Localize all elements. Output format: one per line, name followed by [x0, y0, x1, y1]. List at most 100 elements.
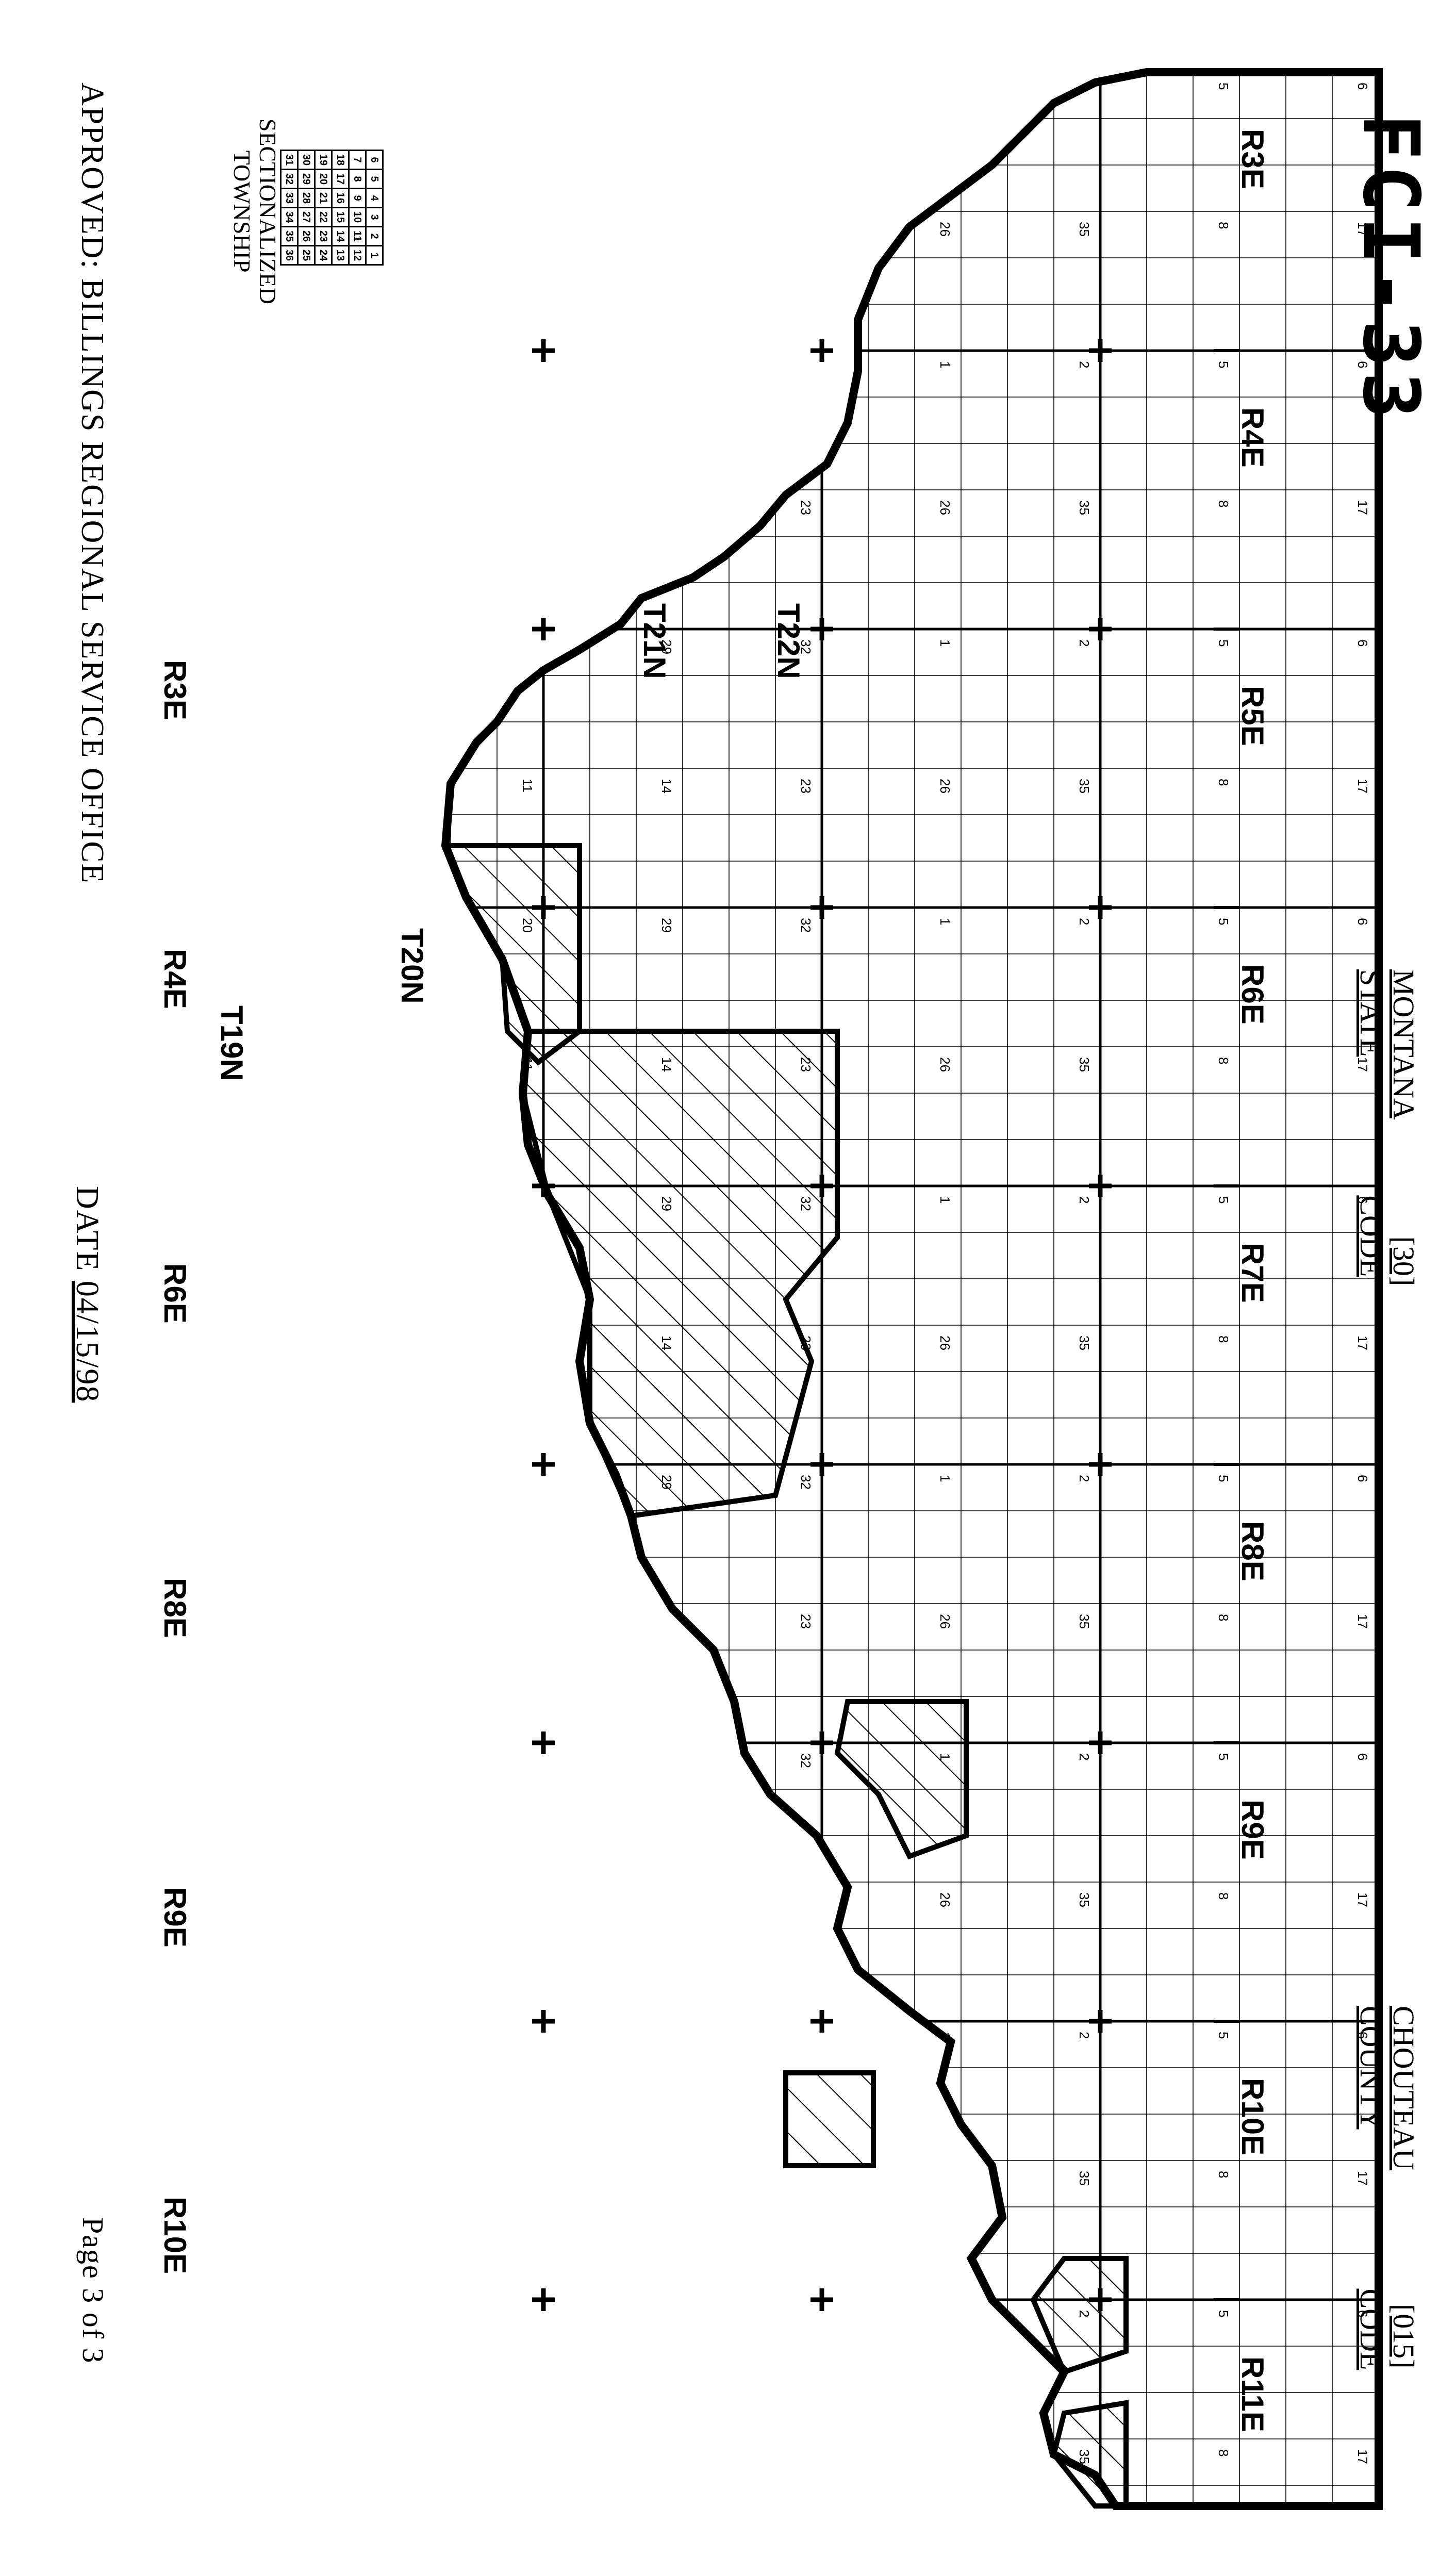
legend-cell: 5 [366, 169, 383, 189]
hatched-area [1030, 2256, 1129, 2376]
section-number: 11 [520, 2171, 535, 2185]
section-number: 29 [659, 2032, 674, 2047]
section-number: 5 [1216, 83, 1231, 90]
section-number: 35 [1077, 1335, 1092, 1350]
section-number: 14 [659, 1892, 674, 1907]
section-number: 26 [937, 1057, 953, 1072]
hatched-area [1051, 2400, 1129, 2509]
section-number: 8 [1216, 1335, 1231, 1343]
section-number: 2 [1077, 1753, 1092, 1760]
section-number: 2 [1077, 2032, 1092, 2039]
legend-cell: 14 [332, 226, 349, 246]
section-number: 8 [1216, 2171, 1231, 2178]
section-number: 35 [1077, 1892, 1092, 1907]
section-number: 8 [1216, 500, 1231, 507]
section-number: 8 [1216, 1614, 1231, 1621]
range-label-top: R7E [1235, 1243, 1270, 1303]
section-number: 8 [1216, 1057, 1231, 1064]
section-number: 17 [1355, 500, 1370, 515]
legend-cell: 30 [297, 150, 315, 170]
range-label-top: R6E [1235, 964, 1270, 1025]
section-number: 35 [1077, 1614, 1092, 1629]
section-number: 23 [798, 2171, 814, 2186]
section-number: 5 [1216, 2310, 1231, 2317]
legend-cell: 35 [280, 226, 298, 246]
section-number: 23 [798, 779, 814, 794]
section-number: 20 [520, 361, 535, 376]
section-number: 17 [1355, 1057, 1370, 1072]
section-number: 29 [659, 1753, 674, 1768]
legend-cell: 36 [280, 245, 298, 265]
township-label: T19N [214, 1005, 249, 1081]
township-label: T22N [771, 603, 806, 679]
section-number: 29 [659, 361, 674, 376]
section-number: 1 [937, 918, 953, 925]
section-number: 26 [937, 1614, 953, 1629]
section-number: 6 [1355, 361, 1370, 368]
legend-cell: 15 [332, 207, 349, 227]
section-number: 29 [659, 83, 674, 97]
section-number: 5 [1216, 1753, 1231, 1760]
section-number: 5 [1216, 1475, 1231, 1482]
section-number: 6 [1355, 83, 1370, 90]
date-value: 04/15/98 [70, 1280, 105, 1403]
legend-cell: 17 [332, 169, 349, 189]
section-number: 11 [520, 222, 535, 236]
range-label-bottom: R4E [158, 949, 192, 1009]
section-number: 8 [1216, 1892, 1231, 1900]
section-number: 5 [1216, 361, 1231, 368]
legend-cell: 28 [297, 188, 315, 208]
legend-cell: 21 [315, 188, 332, 208]
legend-cell: 16 [332, 188, 349, 208]
section-number: 2 [1077, 639, 1092, 647]
township-label: T20N [395, 928, 429, 1004]
section-number: 23 [798, 500, 814, 515]
section-number: 26 [937, 1335, 953, 1350]
section-number: 26 [937, 779, 953, 794]
section-number: 35 [1077, 2171, 1092, 2186]
section-number: 1 [937, 361, 953, 368]
section-number: 6 [1355, 2310, 1370, 2317]
range-label-bottom: R3E [158, 660, 192, 720]
township-label: T21N [637, 603, 672, 679]
hatched-area [520, 1029, 840, 1519]
section-number: 32 [798, 2032, 814, 2047]
section-number: 8 [1216, 222, 1231, 229]
range-ticks [1214, 349, 1239, 2301]
section-number: 11 [520, 779, 535, 793]
legend-cell: 33 [280, 188, 298, 208]
legend-cell: 26 [297, 226, 315, 246]
section-number: 20 [520, 2032, 535, 2047]
range-label-bottom: R8E [158, 1578, 192, 1638]
section-number: 2 [1077, 918, 1092, 925]
section-number: 23 [798, 222, 814, 237]
legend-cell: 9 [349, 188, 366, 208]
county-boundary [441, 68, 1383, 2510]
legend-cell: 11 [349, 226, 366, 246]
section-number: 17 [1355, 2171, 1370, 2186]
section-number: 35 [1077, 222, 1092, 237]
section-number: 35 [1077, 500, 1092, 515]
date-label: DATE [70, 1186, 105, 1272]
section-number: 32 [798, 361, 814, 376]
legend-cell: 3 [366, 207, 383, 227]
legend-cell: 12 [349, 245, 366, 265]
legend-cell: 7 [349, 150, 366, 170]
section-number: 1 [937, 1196, 953, 1203]
legend-cell: 2 [366, 226, 383, 246]
range-label-top: R11E [1235, 2356, 1270, 2432]
section-number: 17 [1355, 1335, 1370, 1350]
section-number: 32 [798, 2310, 814, 2325]
section-number: 26 [937, 1892, 953, 1907]
section-number: 26 [937, 222, 953, 237]
section-number: 2 [1077, 1475, 1092, 1482]
section-number: 35 [1077, 1057, 1092, 1072]
section-number: 6 [1355, 2032, 1370, 2039]
